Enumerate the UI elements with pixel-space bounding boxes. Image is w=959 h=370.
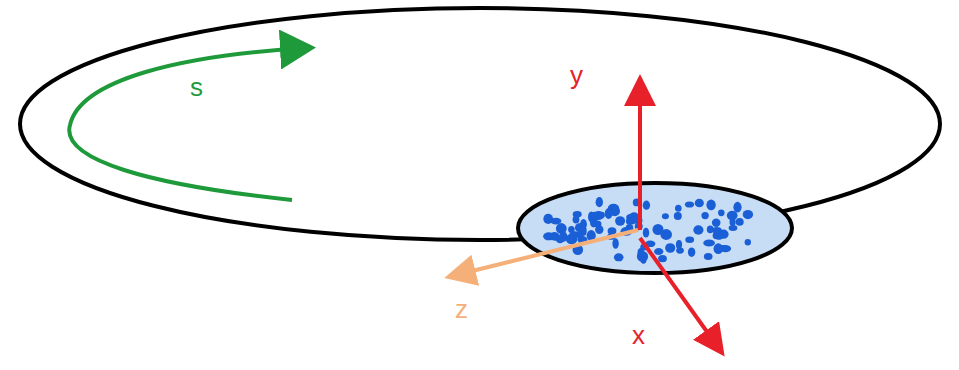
particle-dot (695, 199, 704, 208)
x-axis (640, 238, 720, 350)
particle-dots (543, 197, 753, 264)
particle-dot (552, 234, 561, 240)
particle-dot (573, 211, 582, 217)
particle-dot (643, 228, 649, 238)
s-arrow (69, 48, 308, 200)
s-label: s (190, 74, 203, 100)
particle-dot (665, 243, 675, 253)
particle-dot (707, 226, 714, 234)
particle-dot (654, 248, 663, 255)
particle-dot (712, 219, 721, 227)
particle-dot (706, 200, 715, 211)
particle-dot (653, 224, 664, 235)
particle-dot (605, 208, 613, 219)
particle-dot (612, 238, 618, 249)
particle-dot (675, 205, 682, 212)
z-label: z (455, 296, 468, 322)
particle-dot (729, 225, 738, 231)
particle-dot (662, 213, 669, 219)
y-axis (638, 82, 642, 230)
particle-dot (701, 212, 708, 219)
particle-dot (575, 223, 586, 233)
particle-dot (566, 234, 578, 244)
particle-dot (693, 225, 703, 234)
particle-dot (676, 248, 684, 254)
particle-dot (638, 248, 645, 258)
particle-dot (598, 212, 605, 219)
particle-dot (626, 217, 633, 225)
particle-dot (745, 239, 751, 245)
z-axis (452, 230, 638, 276)
particle-dot (658, 255, 667, 262)
particle-dot (727, 211, 738, 221)
particle-dot (615, 216, 625, 226)
particle-dot (685, 237, 694, 243)
particle-dot (596, 197, 603, 207)
y-label: y (570, 62, 583, 88)
particle-dot (703, 240, 715, 247)
particle-dot (736, 218, 744, 226)
particle-dot (685, 201, 694, 207)
particle-dot (688, 247, 695, 257)
storage-ring (20, 8, 940, 240)
particle-dot (643, 201, 650, 210)
particle-dot (718, 209, 725, 216)
particle-dot (543, 214, 553, 224)
x-label: x (632, 322, 645, 348)
particle-dot (674, 212, 682, 220)
particle-dot (588, 211, 595, 222)
particle-dot (614, 253, 624, 261)
particle-dot (594, 220, 602, 227)
particle-dot (662, 230, 668, 236)
particle-dot (733, 202, 741, 213)
particle-dot (714, 243, 724, 254)
particle-dot (556, 223, 567, 234)
particle-dot (743, 210, 753, 219)
particle-dot (704, 253, 713, 260)
